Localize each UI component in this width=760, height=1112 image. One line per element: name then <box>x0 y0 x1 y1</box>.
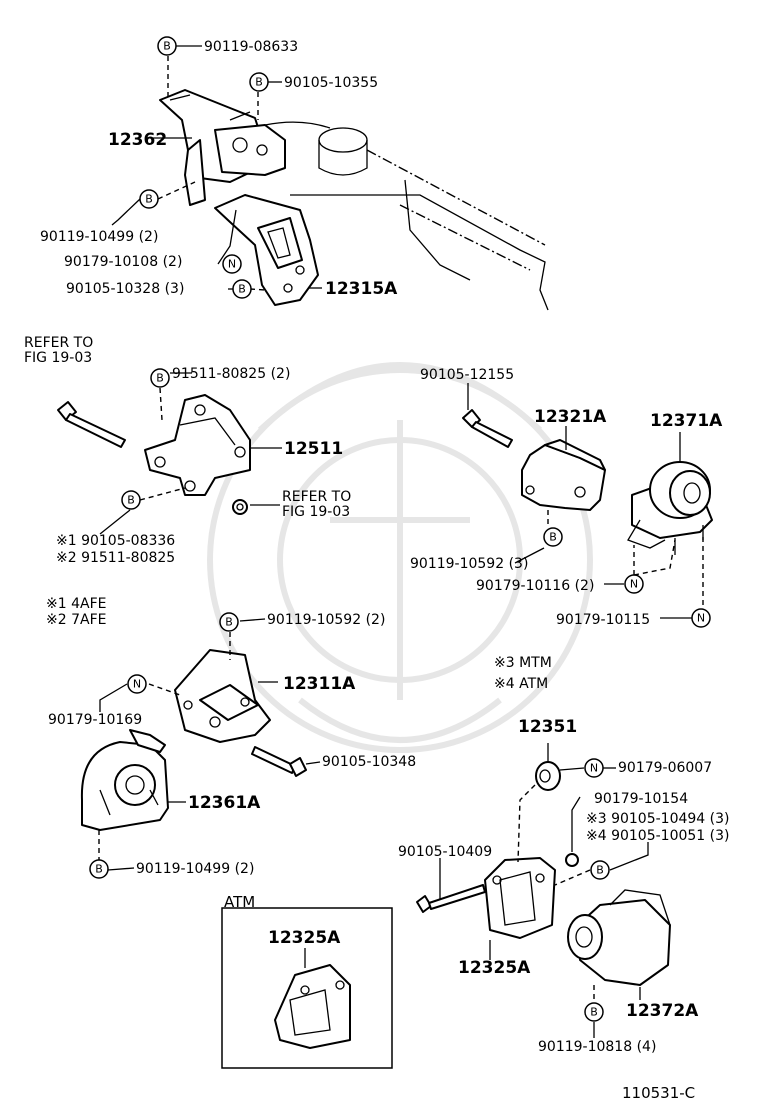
svg-text:N: N <box>133 678 141 691</box>
part-12321a-bracket <box>521 439 606 511</box>
callout-nut-1: N <box>222 254 242 274</box>
figure-id: 110531-C <box>622 1084 695 1102</box>
part-12372a-mount <box>567 889 671 986</box>
bolt-10409 <box>416 884 486 913</box>
label-fig-19-03-1: FIG 19-03 <box>24 350 92 366</box>
watermark-emblem <box>207 362 593 753</box>
label-12372a: 12372A <box>626 1001 699 1021</box>
label-note-1: ※1 90105-08336 <box>56 533 175 549</box>
svg-text:B: B <box>549 531 557 544</box>
svg-text:B: B <box>590 1006 598 1019</box>
svg-text:B: B <box>255 76 263 89</box>
labels: 90119-08633 90105-10355 12362 90119-1049… <box>24 39 730 1102</box>
callout-bolt-10: B <box>590 860 610 880</box>
bolt-12155 <box>462 409 513 448</box>
bolt-refer-fig <box>57 401 126 448</box>
svg-text:B: B <box>163 40 171 53</box>
svg-text:B: B <box>95 863 103 876</box>
part-12315a-bracket <box>214 194 319 306</box>
label-refer-to-1: REFER TO <box>24 335 93 351</box>
bolt-10154 <box>565 853 579 867</box>
part-12351-collar <box>535 761 561 791</box>
callout-bolt-8: B <box>219 612 239 632</box>
label-note-2: ※2 91511-80825 <box>56 550 175 566</box>
label-90119-10592-2: 90119-10592 (2) <box>267 612 385 628</box>
label-90105-12155: 90105-12155 <box>420 367 514 383</box>
label-12511: 12511 <box>284 439 343 459</box>
callout-bolt-1: B <box>157 36 177 56</box>
part-12371a-mount <box>627 461 713 555</box>
label-90105-10409: 90105-10409 <box>398 844 492 860</box>
label-fig-19-03-2: FIG 19-03 <box>282 504 350 520</box>
callout-nut-4: N <box>127 674 147 694</box>
label-12325a-box: 12325A <box>268 928 341 948</box>
svg-text:B: B <box>127 494 135 507</box>
label-90105-10328: 90105-10328 (3) <box>66 281 184 297</box>
label-90119-10499-2a: 90119-10499 (2) <box>40 229 158 245</box>
part-12361a-mount <box>80 729 169 831</box>
svg-text:B: B <box>225 616 233 629</box>
label-note-3: ※3 90105-10494 (3) <box>586 811 730 827</box>
callout-bolt-9: B <box>89 859 109 879</box>
label-90119-10499-2b: 90119-10499 (2) <box>136 861 254 877</box>
callout-bolt-6: B <box>121 490 141 510</box>
label-refer-to-2: REFER TO <box>282 489 351 505</box>
part-12362-bracket <box>159 89 286 206</box>
part-12311a-bracket <box>174 649 271 743</box>
svg-text:N: N <box>630 578 638 591</box>
label-legend-atm: ※4 ATM <box>494 676 548 692</box>
callout-nut-2: N <box>624 574 644 594</box>
bolt-10348 <box>251 746 307 777</box>
engine-block-outline <box>264 121 549 311</box>
svg-text:B: B <box>596 864 604 877</box>
label-12371a: 12371A <box>650 411 723 431</box>
label-legend-mtm: ※3 MTM <box>494 655 552 671</box>
label-12325a: 12325A <box>458 958 531 978</box>
label-90119-10818: 90119-10818 (4) <box>538 1039 656 1055</box>
callout-bolt-11: B <box>584 1002 604 1022</box>
label-90179-10116: 90179-10116 (2) <box>476 578 594 594</box>
svg-text:N: N <box>228 258 236 271</box>
part-12511-bracket <box>144 394 251 496</box>
callout-nut-5: N <box>584 758 604 778</box>
label-91511-80825-2: 91511-80825 (2) <box>172 366 290 382</box>
callout-bolt-2: B <box>249 72 269 92</box>
label-12362: 12362 <box>108 130 167 150</box>
label-legend-4afe: ※1 4AFE <box>46 596 106 612</box>
callout-bolt-3: B <box>139 189 159 209</box>
label-90179-06007: 90179-06007 <box>618 760 712 776</box>
label-90179-10169: 90179-10169 <box>48 712 142 728</box>
label-atm-box: ATM <box>224 893 255 911</box>
label-90179-10108: 90179-10108 (2) <box>64 254 182 270</box>
label-legend-7afe: ※2 7AFE <box>46 612 106 628</box>
label-12315a: 12315A <box>325 279 398 299</box>
leader-lines <box>98 45 704 1038</box>
callout-bolt-4: B <box>232 279 252 299</box>
label-90105-10348: 90105-10348 <box>322 754 416 770</box>
callout-nut-3: N <box>691 608 711 628</box>
label-90105-10355: 90105-10355 <box>284 75 378 91</box>
label-12351: 12351 <box>518 717 577 737</box>
svg-text:B: B <box>145 193 153 206</box>
label-note-4: ※4 90105-10051 (3) <box>586 828 730 844</box>
label-12321a: 12321A <box>534 407 607 427</box>
callout-bolt-5: B <box>150 368 170 388</box>
label-12311a: 12311A <box>283 674 356 694</box>
label-90179-10154: 90179-10154 <box>594 791 688 807</box>
label-90119-08633: 90119-08633 <box>204 39 298 55</box>
svg-text:N: N <box>590 762 598 775</box>
label-90119-10592-3: 90119-10592 (3) <box>410 556 528 572</box>
label-90179-10115: 90179-10115 <box>556 612 650 628</box>
part-12325a-bracket <box>484 857 556 939</box>
svg-text:N: N <box>697 612 705 625</box>
nut-refer-fig <box>232 499 248 515</box>
svg-text:B: B <box>238 283 246 296</box>
atm-inset-box <box>221 907 393 1069</box>
svg-text:B: B <box>156 372 164 385</box>
callout-bolt-7: B <box>543 527 563 547</box>
label-12361a: 12361A <box>188 793 261 813</box>
